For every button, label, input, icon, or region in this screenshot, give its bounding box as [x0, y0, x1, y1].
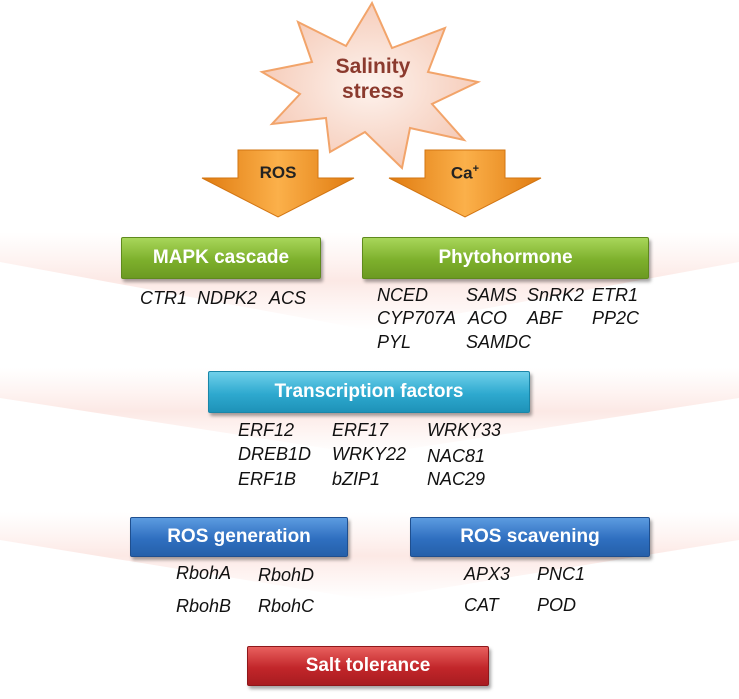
ca-arrow-shape [388, 149, 542, 218]
ca-signal-label: Ca+ [425, 163, 505, 184]
gene-rbohc: RbohC [258, 596, 315, 616]
gene-pnc1: PNC1 [537, 564, 586, 584]
gene-rbohd: RbohD [258, 565, 315, 585]
gene-wrky22: WRKY22 [332, 444, 407, 464]
gene-cyp707a: CYP707A [377, 308, 457, 328]
gene-etr1: ETR1 [592, 285, 639, 305]
gene-abf: ABF [527, 308, 563, 328]
ros-arrow-shape [201, 149, 355, 218]
ros-signal-label: ROS [259, 163, 297, 182]
gene-sams: SAMS [466, 285, 518, 305]
salinity-burst-shape [259, 0, 482, 170]
gene-nac29: NAC29 [427, 469, 486, 489]
gene-ctr1: CTR1 [140, 288, 188, 308]
gene-erf12: ERF12 [238, 420, 295, 440]
ca-signal-charge: + [472, 163, 480, 175]
gene-rbohb: RbohB [176, 596, 232, 616]
gene-erf17: ERF17 [332, 420, 389, 440]
salinity-stress-label-line2: stress [342, 80, 404, 103]
gene-pp2c: PP2C [592, 308, 640, 328]
ros-scavening-box: ROS scavening [410, 517, 650, 557]
gene-erf1b: ERF1B [238, 469, 297, 489]
gene-snrk2: SnRK2 [527, 285, 585, 305]
gene-nced: NCED [377, 285, 429, 305]
transcription-factors-box: Transcription factors [208, 371, 530, 413]
gene-pyl: PYL [377, 332, 412, 352]
gene-nac81: NAC81 [427, 446, 486, 466]
salt-tolerance-box: Salt tolerance [247, 646, 489, 686]
ca-signal-text: Ca [450, 163, 473, 183]
phytohormone-box: Phytohormone [362, 237, 649, 279]
gene-wrky33: WRKY33 [427, 420, 502, 440]
gene-dreb1d: DREB1D [238, 444, 312, 464]
gene-acs: ACS [269, 288, 307, 308]
salinity-stress-label-line1: Salinity [335, 55, 411, 78]
gene-bzip1: bZIP1 [332, 469, 381, 489]
ros-generation-box: ROS generation [130, 517, 348, 557]
mapk-cascade-box: MAPK cascade [121, 237, 321, 279]
gene-aco: ACO [468, 308, 508, 328]
gene-ndpk2: NDPK2 [197, 288, 258, 308]
gene-cat: CAT [464, 595, 499, 615]
gene-pod: POD [537, 595, 577, 615]
gene-samdc: SAMDC [466, 332, 532, 352]
gene-apx3: APX3 [464, 564, 511, 584]
gene-rboha: RbohA [176, 563, 232, 583]
